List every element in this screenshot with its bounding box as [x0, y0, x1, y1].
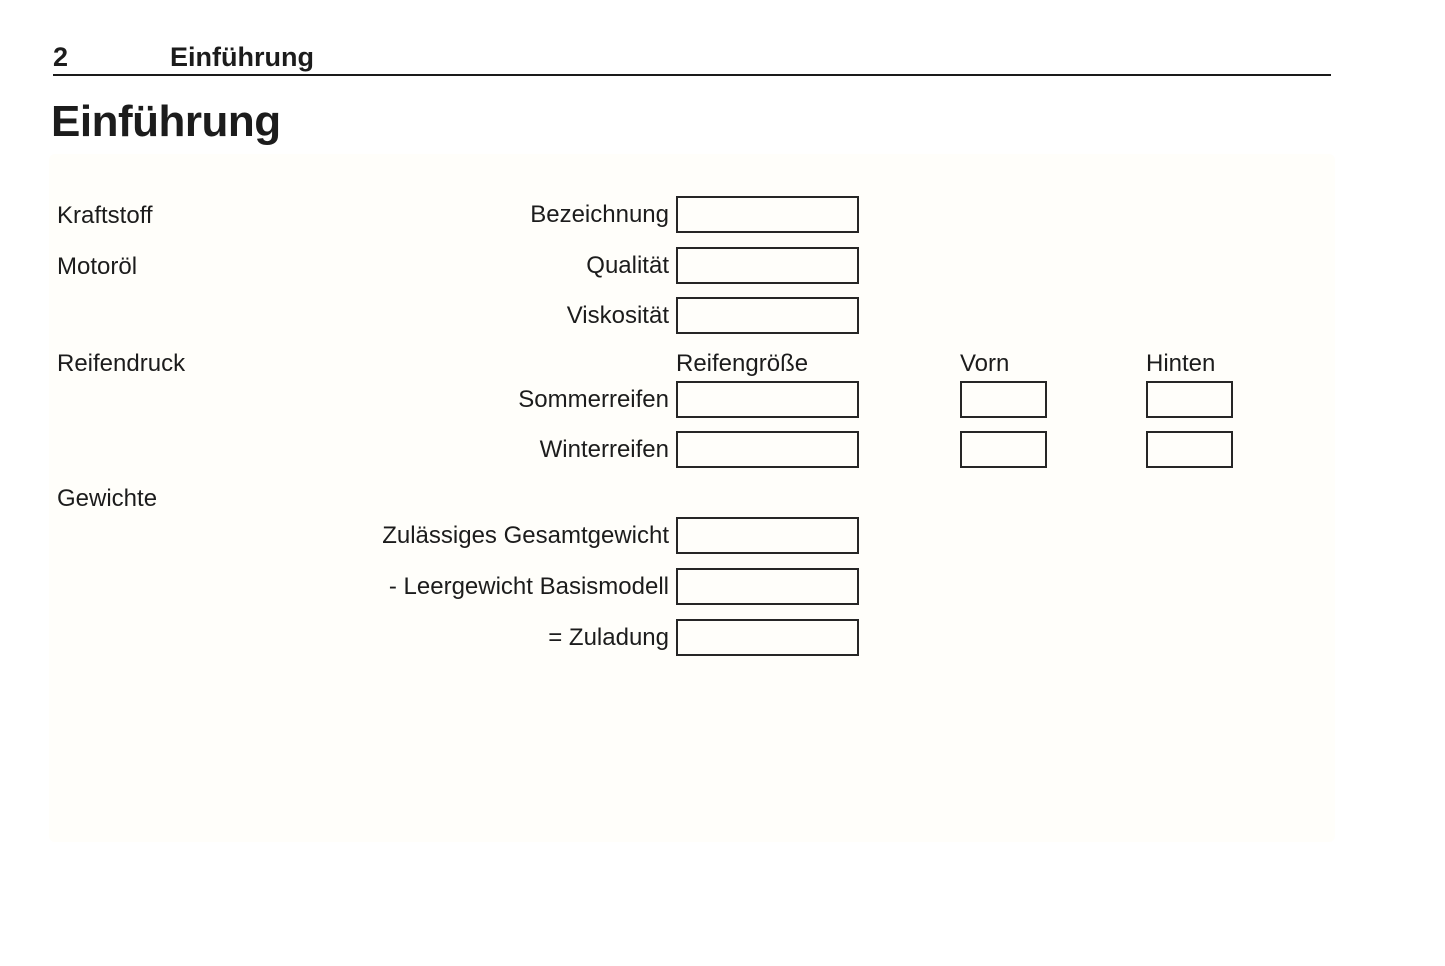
- category-gewichte: Gewichte: [57, 485, 158, 512]
- column-header-reifengroesse: Reifengröße: [676, 350, 809, 377]
- input-bezeichnung[interactable]: [676, 196, 859, 233]
- label-zuladung: = Zuladung: [548, 624, 669, 651]
- page-title: Einführung: [51, 97, 281, 146]
- label-viskositaet: Viskosität: [566, 302, 669, 329]
- input-zuladung[interactable]: [676, 619, 859, 656]
- column-header-hinten: Hinten: [1146, 350, 1216, 377]
- header-rule: [53, 74, 1331, 76]
- page-number: 2: [53, 42, 69, 72]
- input-sommerreifen-vorn[interactable]: [960, 381, 1047, 418]
- input-viskositaet[interactable]: [676, 297, 859, 334]
- category-reifendruck: Reifendruck: [57, 350, 186, 377]
- label-bezeichnung: Bezeichnung: [530, 201, 669, 228]
- input-sommerreifen-groesse[interactable]: [676, 381, 859, 418]
- input-winterreifen-hinten[interactable]: [1146, 431, 1233, 468]
- input-leergewicht[interactable]: [676, 568, 859, 605]
- label-winterreifen: Winterreifen: [539, 436, 669, 463]
- input-gesamtgewicht[interactable]: [676, 517, 859, 554]
- input-winterreifen-vorn[interactable]: [960, 431, 1047, 468]
- form-panel: Kraftstoff Motoröl Reifendruck Gewichte …: [49, 154, 1335, 842]
- chapter-title: Einführung: [170, 42, 314, 72]
- label-sommerreifen: Sommerreifen: [518, 386, 669, 413]
- category-motoroel: Motoröl: [57, 253, 138, 280]
- category-kraftstoff: Kraftstoff: [57, 202, 153, 229]
- input-winterreifen-groesse[interactable]: [676, 431, 859, 468]
- input-qualitaet[interactable]: [676, 247, 859, 284]
- label-leergewicht: - Leergewicht Basismodell: [388, 573, 669, 600]
- label-qualitaet: Qualität: [586, 252, 669, 279]
- label-gesamtgewicht: Zulässiges Gesamtgewicht: [382, 522, 669, 549]
- column-header-vorn: Vorn: [960, 350, 1010, 377]
- input-sommerreifen-hinten[interactable]: [1146, 381, 1233, 418]
